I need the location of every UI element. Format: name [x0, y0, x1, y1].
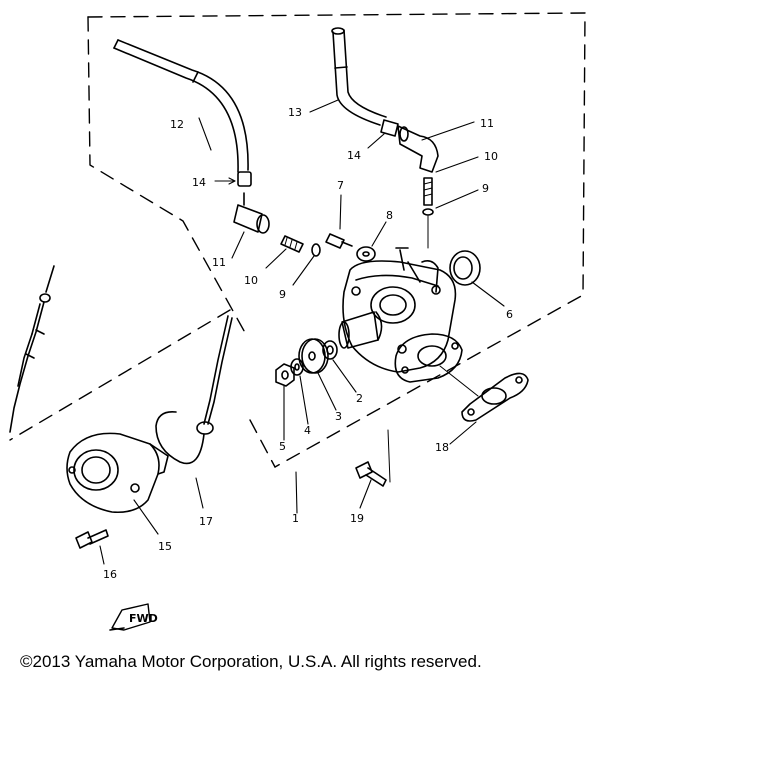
cover-15 — [66, 432, 169, 535]
callout-14-right: 14 — [347, 149, 361, 162]
callout-8: 8 — [386, 209, 393, 222]
leader-1 — [295, 471, 298, 514]
callout-4: 4 — [304, 424, 311, 437]
banjo-fitting-11-left — [231, 192, 270, 259]
callout-19: 19 — [350, 512, 364, 525]
nut-5 — [275, 363, 295, 441]
callout-10-left: 10 — [244, 274, 258, 287]
callout-13: 13 — [288, 106, 302, 119]
callout-16: 16 — [103, 568, 117, 581]
callout-14-left: 14 — [192, 176, 206, 189]
callout-7: 7 — [337, 179, 344, 192]
fwd-arrow-icon: FWD — [109, 603, 158, 631]
delivery-hose-12 — [113, 39, 249, 173]
copyright-notice: ©2013 Yamaha Motor Corporation, U.S.A. A… — [20, 652, 482, 671]
oil-pump-body — [338, 247, 463, 383]
inlet-hose-13 — [309, 27, 387, 126]
pulley-3 — [298, 338, 337, 411]
screw-16 — [75, 529, 109, 565]
callout-18: 18 — [435, 441, 449, 454]
callout-9-left: 9 — [279, 288, 286, 301]
callout-10-right: 10 — [484, 150, 498, 163]
callout-5: 5 — [279, 440, 286, 453]
washer-8 — [356, 221, 387, 262]
o-ring-2 — [322, 340, 357, 393]
hose-clip-14-right — [367, 119, 399, 149]
gasket-9-right — [422, 189, 479, 249]
callout-12: 12 — [170, 118, 184, 131]
callout-11-left: 11 — [212, 256, 226, 269]
callout-17: 17 — [199, 515, 213, 528]
cable-17 — [155, 315, 233, 509]
gasket-18 — [439, 365, 529, 445]
fwd-label: FWD — [129, 612, 158, 625]
bolt-19 — [355, 429, 391, 509]
banjo-bolt-10-left — [265, 235, 304, 269]
hose-clip-14-left — [214, 171, 252, 187]
callout-15: 15 — [158, 540, 172, 553]
callout-6: 6 — [506, 308, 513, 321]
assembly-boundary — [9, 12, 586, 468]
callout-2: 2 — [356, 392, 363, 405]
callout-9-right: 9 — [482, 182, 489, 195]
seal-6 — [449, 250, 505, 307]
callout-1: 1 — [292, 512, 299, 525]
elbow-fitting-11-right — [397, 121, 475, 173]
callout-labels: 1 2 3 4 5 6 7 8 9 9 10 10 11 11 12 13 14… — [103, 106, 513, 581]
callout-11-right: 11 — [480, 117, 494, 130]
screw-7 — [325, 194, 353, 249]
banjo-bolt-10-right — [423, 156, 479, 206]
gasket-9-left — [292, 243, 321, 286]
callout-3: 3 — [335, 410, 342, 423]
control-cable — [9, 265, 55, 433]
washer-4 — [290, 358, 309, 425]
